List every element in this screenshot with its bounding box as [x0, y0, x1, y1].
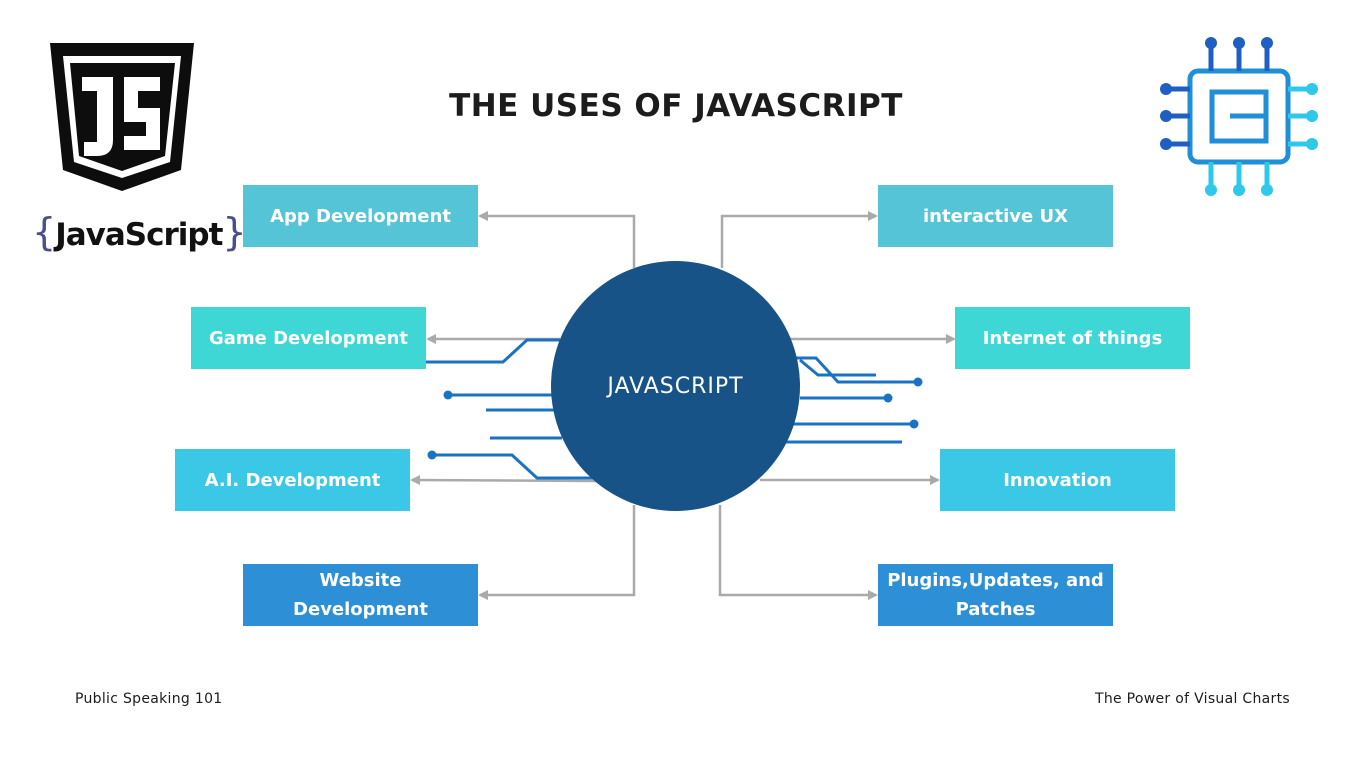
box-app-development: App Development	[243, 185, 478, 247]
brace-close: }	[222, 210, 246, 254]
box-label: Internet of things	[982, 327, 1163, 349]
page-title: THE USES OF JAVASCRIPT	[449, 88, 903, 124]
box-label: Game Development	[208, 327, 409, 349]
box-game-development: Game Development	[191, 307, 426, 369]
box-internet-of-things: Internet of things	[955, 307, 1190, 369]
connector-ux	[720, 211, 878, 268]
hub-label: JAVASCRIPT	[607, 373, 744, 399]
footer-right: The Power of Visual Charts	[1094, 691, 1290, 707]
connector-app	[478, 211, 636, 268]
connector-web	[478, 505, 636, 600]
circuit-right-nodes	[883, 377, 923, 429]
box-website-development: Website Development	[243, 564, 478, 626]
box-plugins-updates-patches: Plugins,Updates, and Patches	[878, 564, 1113, 626]
hub-circle: JAVASCRIPT	[551, 261, 800, 511]
brace-open: {	[32, 210, 56, 254]
connector-plugins	[718, 505, 878, 600]
connector-ai	[410, 475, 597, 486]
box-label: Innovation	[1003, 469, 1112, 491]
javascript-shield-icon	[50, 43, 194, 191]
circuit-left-decoration	[426, 338, 600, 480]
box-label: A.I. Development	[204, 469, 381, 491]
box-label: interactive UX	[923, 205, 1068, 227]
box-label: Plugins,Updates, and Patches	[887, 570, 1104, 620]
javascript-wordmark: {JavaScript}	[32, 210, 247, 254]
box-interactive-ux: interactive UX	[878, 185, 1113, 247]
circuit-left-nodes	[427, 390, 453, 460]
footer-left: Public Speaking 101	[75, 691, 223, 707]
circuit-right-decoration	[786, 356, 918, 444]
wordmark-text: JavaScript	[55, 217, 223, 253]
chip-pin-nodes	[1160, 37, 1318, 196]
box-ai-development: A.I. Development	[175, 449, 410, 511]
box-innovation: Innovation	[940, 449, 1175, 511]
box-label: Website Development	[293, 570, 428, 620]
box-label: App Development	[270, 205, 451, 227]
